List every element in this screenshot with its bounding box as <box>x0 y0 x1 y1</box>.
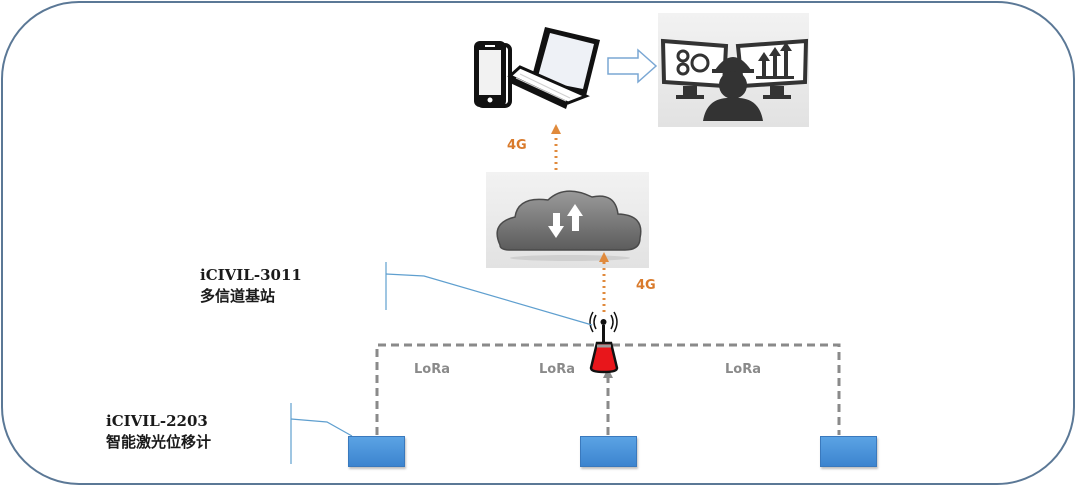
flow-arrow-icon <box>607 48 658 84</box>
sensor-model: iCIVIL-2203 <box>106 412 208 430</box>
sensor-label: iCIVIL-2203 智能激光位移计 <box>106 411 211 453</box>
smartphone-icon <box>474 41 512 108</box>
antenna-tower-icon <box>589 311 619 374</box>
label-lora-right: LoRa <box>725 362 761 377</box>
sensor-middle <box>580 436 637 467</box>
base-station-label: iCIVIL-3011 多信道基站 <box>200 265 302 307</box>
label-4g-lower: 4G <box>636 278 656 293</box>
link-4g-lower <box>599 252 609 312</box>
callout-sensor <box>290 403 353 464</box>
sensor-name: 智能激光位移计 <box>106 433 212 451</box>
lora-network <box>375 343 841 435</box>
sensor-right <box>820 436 877 467</box>
label-lora-left: LoRa <box>414 362 450 377</box>
base-station-name: 多信道基站 <box>200 287 276 305</box>
callout-base-station <box>385 262 593 326</box>
monitoring-center-icon <box>658 13 809 127</box>
link-4g-upper <box>551 124 561 170</box>
laptop-icon <box>507 27 600 109</box>
cloud-sync-icon <box>486 172 649 268</box>
base-station-model: iCIVIL-3011 <box>200 266 302 284</box>
growth-arrows-icon <box>756 42 794 79</box>
sensor-left <box>348 436 405 467</box>
gears-icon <box>676 49 710 76</box>
label-lora-middle: LoRa <box>539 362 575 377</box>
label-4g-upper: 4G <box>507 138 527 153</box>
